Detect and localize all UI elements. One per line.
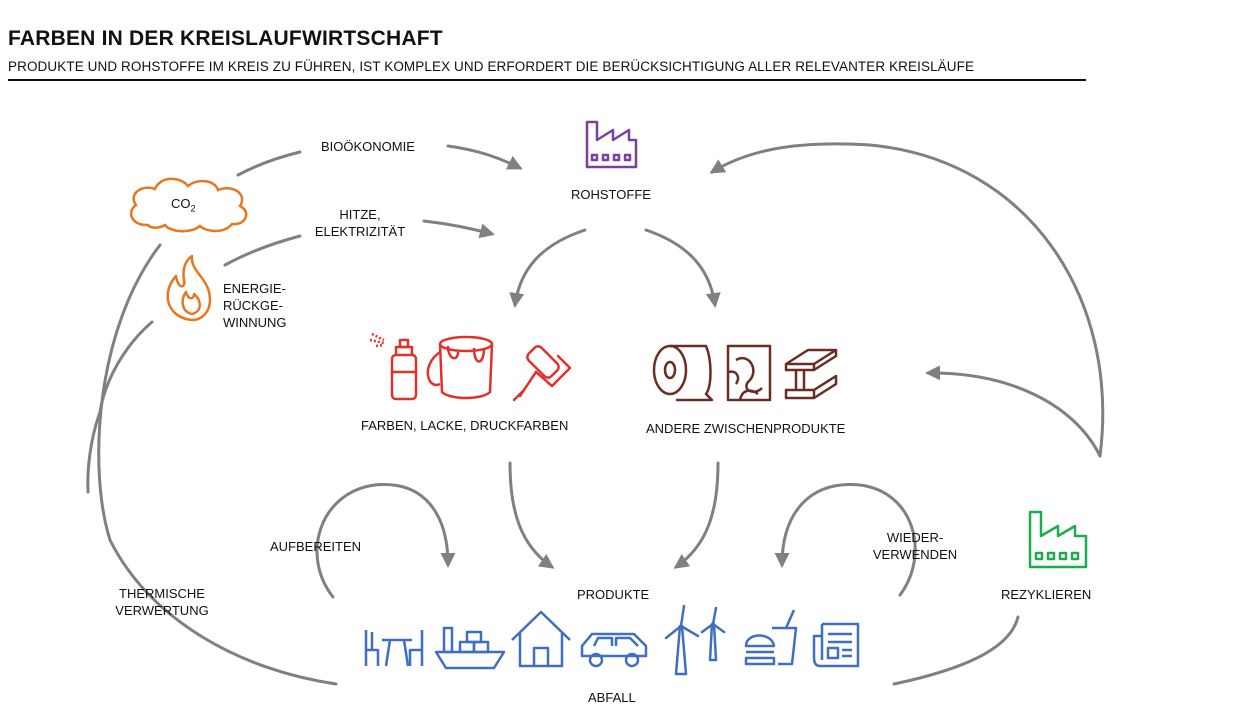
arrow-biooekonomie-out: [236, 150, 302, 177]
arrow-rezyklieren-to-rohstoffe: [709, 142, 1105, 458]
arrow-farben-to-produkte: [508, 461, 555, 569]
arrow-hitze-out: [223, 234, 302, 267]
house-icon: [511, 610, 571, 668]
arrow-rezyklieren-to-zwischen: [925, 365, 1102, 458]
label-andere-zwischenprodukte: ANDERE ZWISCHENPRODUKTE: [646, 421, 846, 436]
arrow-rohstoffe-to-zwischen: [644, 228, 721, 308]
label-rohstoffe: ROHSTOFFE: [571, 187, 651, 202]
label-farben: FARBEN, LACKE, DRUCKFARBEN: [361, 418, 569, 433]
arrow-left-branch-a: [98, 320, 154, 414]
co2-cloud-icon: [129, 177, 248, 233]
car-icon: [580, 632, 648, 668]
arrow-left-branch-b: [86, 410, 102, 494]
arrow-abfall-to-rezyklieren: [892, 615, 1020, 686]
label-hitze: HITZE,ELEKTRIZITÄT: [314, 207, 406, 239]
steel-beam-icon: [784, 348, 838, 400]
label-energierueckgewinnung: ENERGIE-RÜCKGE-WINNUNG: [223, 281, 287, 330]
arrow-biooekonomie-in: [446, 144, 523, 170]
spray-can-icon: [369, 332, 418, 401]
arrow-rohstoffe-to-farben: [509, 228, 587, 308]
fire-icon: [166, 254, 212, 322]
arrow-wiederverwenden-loop: [774, 483, 917, 597]
factory-icon: [585, 120, 638, 169]
recycling-factory-icon: [1028, 510, 1088, 569]
fast-food-icon: [744, 609, 798, 666]
newspaper-icon: [812, 622, 860, 668]
paint-roller-icon: [512, 345, 572, 402]
wind-turbine-icon: [664, 604, 726, 676]
arrow-hitze-in: [422, 219, 495, 239]
label-produkte: PRODUKTE: [577, 587, 650, 602]
page-subtitle: PRODUKTE UND ROHSTOFFE IM KREIS ZU FÜHRE…: [8, 59, 975, 74]
label-abfall: ABFALL: [588, 690, 636, 705]
furniture-icon: [364, 630, 424, 667]
arrow-zwischen-to-produkte: [673, 461, 720, 569]
arrow-aufbereiten-loop: [315, 483, 456, 599]
header-rule: [8, 79, 1086, 81]
arrow-outer-left: [97, 243, 338, 686]
paper-roll-icon: [652, 344, 714, 402]
page-title: FARBEN IN DER KREISLAUFWIRTSCHAFT: [8, 27, 443, 50]
ship-icon: [434, 626, 506, 670]
wood-icon: [726, 344, 772, 402]
label-biooekonomie: BIOÖKONOMIE: [321, 139, 415, 154]
label-aufbereiten: AUFBEREITEN: [270, 539, 362, 554]
paint-bucket-icon: [426, 335, 494, 400]
label-co2: CO2: [171, 196, 196, 214]
label-wiederverwenden: WIEDER-VERWENDEN: [872, 530, 958, 562]
label-rezyklieren: REZYKLIEREN: [1001, 587, 1092, 602]
